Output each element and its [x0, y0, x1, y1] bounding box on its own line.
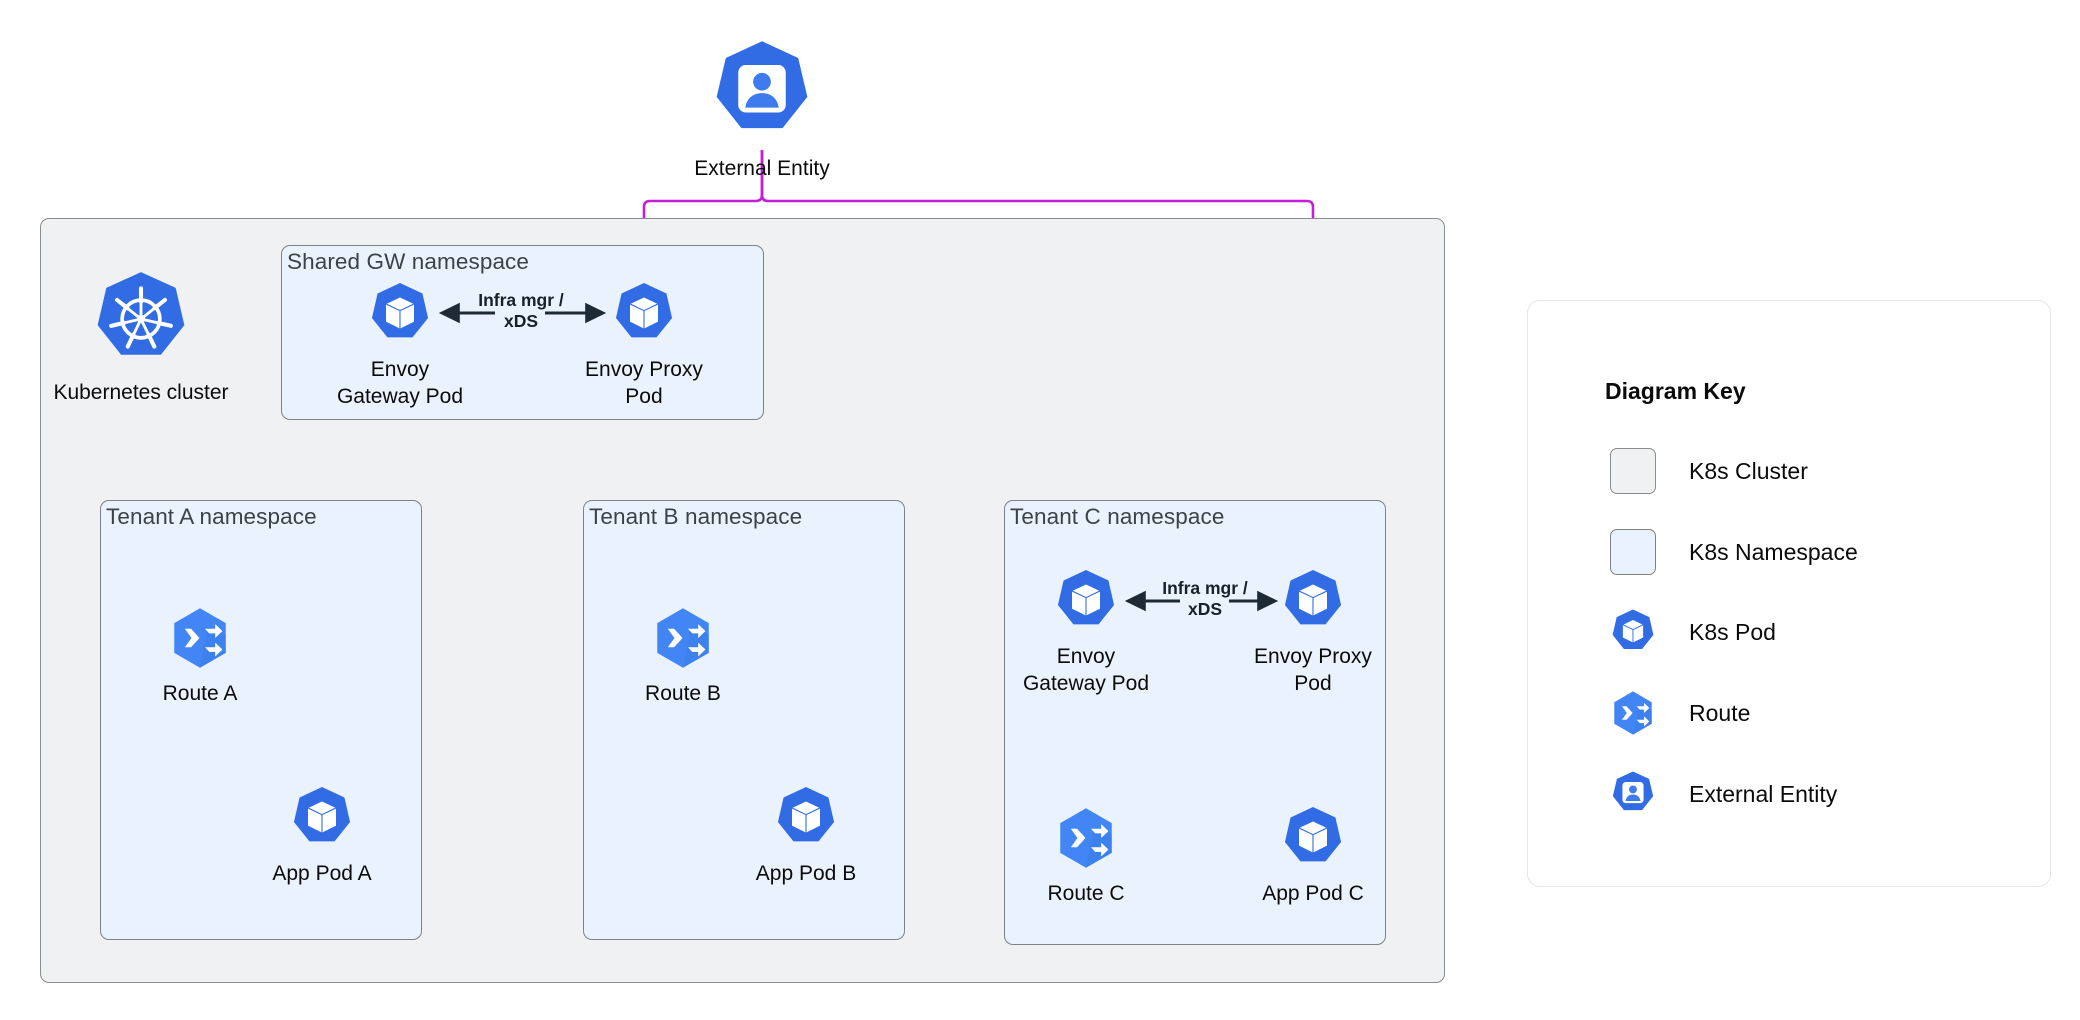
namespace-box-tenant-c	[1004, 500, 1386, 945]
route-b-label: Route B	[645, 682, 721, 705]
kubernetes-cluster-node: Kubernetes cluster	[41, 268, 241, 406]
namespace-box-tenant-b	[583, 500, 905, 940]
tenant-c-envoy-gateway-pod-node: Envoy Gateway Pod	[986, 568, 1186, 697]
legend-label-k8s-pod: K8s Pod	[1689, 618, 1776, 645]
diagram-key-panel	[1527, 300, 2051, 887]
tenant-c-envoy-gateway-pod-label: Envoy Gateway Pod	[1022, 645, 1150, 695]
route-icon	[650, 605, 716, 676]
app-pod-c-label: App Pod C	[1262, 882, 1364, 905]
namespace-title-tenant-c: Tenant C namespace	[1010, 504, 1225, 529]
legend-item-external-entity: External Entity	[1605, 770, 1837, 818]
namespace-box-shared-gw	[281, 245, 764, 420]
legend-label-k8s-namespace: K8s Namespace	[1689, 538, 1858, 565]
k8s-pod-icon	[289, 785, 355, 856]
namespace-title-tenant-b: Tenant B namespace	[589, 504, 803, 529]
shared-infra-mgr-label: Infra mgr / xDS	[478, 290, 564, 331]
legend-label-external-entity: External Entity	[1689, 780, 1838, 807]
route-a-node: Route A	[100, 605, 300, 707]
tenant-c-envoy-proxy-pod-node: Envoy Proxy Pod	[1213, 568, 1413, 697]
diagram-key-title: Diagram Key	[1605, 378, 1746, 404]
legend-item-route: Route	[1605, 689, 1750, 737]
legend-item-k8s-namespace: K8s Namespace	[1605, 529, 1858, 575]
legend-label-route: Route	[1689, 699, 1751, 726]
app-pod-a-label: App Pod A	[272, 862, 372, 885]
k8s-pod-icon	[611, 281, 677, 352]
k8s-pod-icon	[1280, 568, 1346, 639]
route-icon	[167, 605, 233, 676]
shared-envoy-proxy-pod-label: Envoy Proxy Pod	[585, 358, 703, 408]
k8s-pod-icon	[773, 785, 839, 856]
shared-envoy-proxy-pod-node: Envoy Proxy Pod	[544, 281, 744, 410]
app-pod-c-node: App Pod C	[1213, 805, 1413, 907]
kubernetes-cluster-label: Kubernetes cluster	[53, 381, 229, 404]
route-a-label: Route A	[162, 682, 238, 705]
route-icon	[1605, 689, 1661, 737]
legend-item-k8s-cluster: K8s Cluster	[1605, 448, 1808, 494]
tenant-c-infra-mgr-label: Infra mgr / xDS	[1162, 578, 1248, 619]
namespace-box-tenant-a	[100, 500, 422, 940]
legend-item-k8s-pod: K8s Pod	[1605, 608, 1776, 656]
route-c-label: Route C	[1047, 882, 1125, 905]
tenant-c-envoy-proxy-pod-label: Envoy Proxy Pod	[1254, 645, 1372, 695]
route-b-node: Route B	[583, 605, 783, 707]
app-pod-b-node: App Pod B	[706, 785, 906, 887]
k8s-pod-icon	[1053, 568, 1119, 639]
namespace-swatch	[1605, 529, 1661, 575]
kubernetes-helm-icon	[90, 268, 192, 375]
k8s-pod-icon	[1605, 608, 1661, 656]
shared-envoy-gateway-pod-label: Envoy Gateway Pod	[336, 358, 464, 408]
shared-envoy-gateway-pod-node: Envoy Gateway Pod	[300, 281, 500, 410]
external-entity-icon	[708, 38, 816, 151]
app-pod-a-node: App Pod A	[222, 785, 422, 887]
legend-label-k8s-cluster: K8s Cluster	[1689, 457, 1808, 484]
route-c-node: Route C	[986, 805, 1186, 907]
namespace-title-tenant-a: Tenant A namespace	[106, 504, 317, 529]
app-pod-b-label: App Pod B	[755, 862, 857, 885]
k8s-pod-icon	[1280, 805, 1346, 876]
external-entity-node: External Entity	[662, 38, 862, 182]
k8s-pod-icon	[367, 281, 433, 352]
external-entity-label: External Entity	[694, 157, 830, 180]
route-icon	[1053, 805, 1119, 876]
external-entity-icon	[1605, 770, 1661, 818]
cluster-swatch	[1605, 448, 1661, 494]
namespace-title-shared-gw: Shared GW namespace	[287, 249, 530, 274]
